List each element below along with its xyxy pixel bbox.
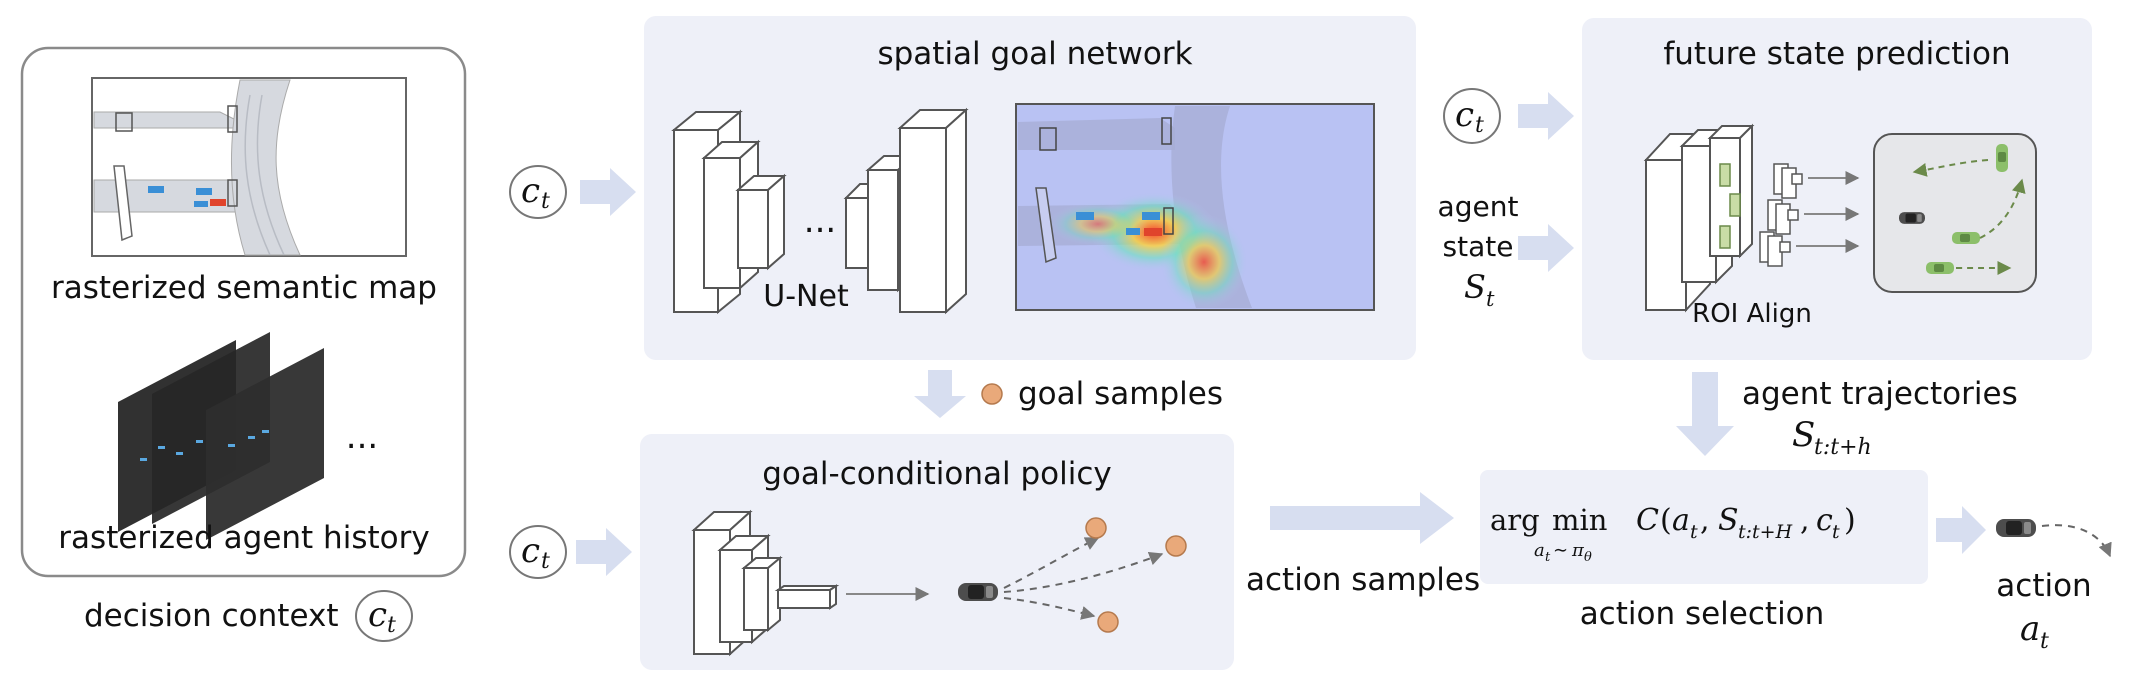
decision-context-caption: decision context (84, 598, 338, 634)
action-path-arrow (2041, 524, 2112, 558)
agent-state-arrow (1518, 224, 1574, 272)
svg-text:arg: arg (1490, 503, 1540, 537)
future-input-symbol: c t (1443, 88, 1501, 144)
policy-input-symbol: c t (509, 525, 567, 579)
ego-car-icon (958, 583, 998, 601)
policy-network-blocks (691, 509, 840, 657)
action-samples-arrow (1270, 492, 1454, 544)
goal-heatmap-image (1015, 103, 1375, 311)
policy-title: goal-conditional policy (762, 456, 1112, 492)
decision-context-panel: rasterized semantic map ... rasterized a… (20, 46, 467, 578)
unet-ellipsis: ... (804, 201, 836, 241)
future-title: future state prediction (1663, 36, 2010, 72)
svg-text:(: ( (1660, 503, 1672, 538)
svg-text:∼: ∼ (1553, 540, 1568, 561)
history-ellipsis: ... (346, 417, 378, 457)
roi-align-modules (1759, 163, 1803, 267)
svg-text:S: S (1792, 415, 1815, 455)
agent-trajectories-arrow (1676, 372, 1734, 456)
svg-text:t: t (1545, 550, 1551, 565)
agent-trajectories-label: agent trajectories (1742, 376, 2018, 412)
goal-dot-icon (1085, 517, 1107, 539)
svg-text:t: t (2040, 629, 2049, 654)
action-label: action (1996, 568, 2091, 604)
roi-output-arrows (1796, 171, 1860, 253)
roi-feature-patches (1719, 163, 1741, 249)
goal-sample-dot-icon (981, 383, 1003, 405)
svg-text:t: t (1832, 521, 1840, 543)
policy-sample-paths (1003, 537, 1164, 620)
roi-align-label: ROI Align (1692, 299, 1812, 329)
action-samples-label: action samples (1246, 562, 1480, 598)
svg-text:c: c (368, 595, 387, 635)
agent-history-caption: rasterized agent history (58, 520, 429, 556)
unet-encoder-blocks (671, 109, 787, 315)
svg-text:t: t (541, 549, 550, 574)
svg-text:S: S (1718, 503, 1739, 538)
svg-text:c: c (521, 531, 540, 571)
goal-dot-icon (1097, 611, 1119, 633)
svg-text:t: t (1486, 287, 1495, 311)
svg-text:,: , (1700, 503, 1710, 538)
action-selection-caption: action selection (1580, 596, 1825, 632)
predicted-trajectories-box (1873, 133, 2037, 293)
svg-text:C: C (1636, 503, 1659, 538)
action-car-icon (1996, 519, 2036, 537)
svg-text:t:t+h: t:t+h (1814, 435, 1872, 460)
svg-text:agent: agent (1438, 190, 1519, 223)
future-input-arrow (1518, 92, 1574, 140)
context-symbol: c t (355, 590, 413, 642)
svg-text:a: a (1672, 503, 1690, 538)
semantic-map-caption: rasterized semantic map (51, 270, 437, 306)
agent-history-stack (118, 332, 324, 540)
selection-bg (1480, 470, 1928, 584)
argmin-formula: arg min a t ∼ π θ C ( a t , S t:t+H , c … (1490, 503, 1856, 565)
svg-text:c: c (1455, 95, 1474, 135)
trajectories-symbol: S t:t+h (1792, 415, 1872, 460)
svg-text:state: state (1443, 230, 1514, 263)
svg-text:t:t+H: t:t+H (1738, 521, 1793, 543)
goal-dot-icon (1165, 535, 1187, 557)
unet-decoder-blocks (843, 107, 969, 315)
goal-conditional-policy-panel: goal-conditional policy (640, 434, 1234, 670)
policy-input-arrow (576, 528, 632, 576)
svg-text:t: t (387, 613, 396, 638)
goal-samples-label: goal samples (1018, 376, 1223, 412)
goal-samples-arrow (914, 370, 966, 418)
goal-network-input-arrow (580, 168, 636, 216)
svg-text:π: π (1571, 540, 1585, 561)
svg-text:c: c (521, 171, 540, 211)
svg-text:): ) (1844, 503, 1856, 538)
svg-text:θ: θ (1584, 550, 1592, 565)
action-output-arrow (1936, 506, 1986, 554)
svg-text:t: t (541, 189, 550, 214)
svg-text:t: t (1475, 113, 1484, 138)
goal-network-input-symbol: c t (509, 165, 567, 219)
spatial-goal-network-panel: spatial goal network ... (644, 16, 1416, 360)
semantic-map-image (91, 77, 407, 257)
unet-label: U-Net (763, 279, 849, 314)
goal-network-title: spatial goal network (877, 36, 1192, 72)
svg-text:c: c (1816, 503, 1833, 538)
action-selection-panel: arg min a t ∼ π θ C ( a t , S t:t+H , c … (1480, 470, 1928, 584)
agent-state-input: agent state S t (1438, 190, 1519, 311)
action-symbol: a t (2020, 609, 2049, 654)
svg-text:S: S (1464, 268, 1486, 306)
svg-text:a: a (1534, 540, 1545, 561)
future-state-prediction-panel: future state prediction ROI Al (1582, 18, 2092, 360)
svg-text:min: min (1552, 503, 1607, 537)
svg-text:,: , (1800, 503, 1810, 538)
svg-text:a: a (2020, 609, 2040, 649)
svg-text:t: t (1690, 521, 1698, 543)
